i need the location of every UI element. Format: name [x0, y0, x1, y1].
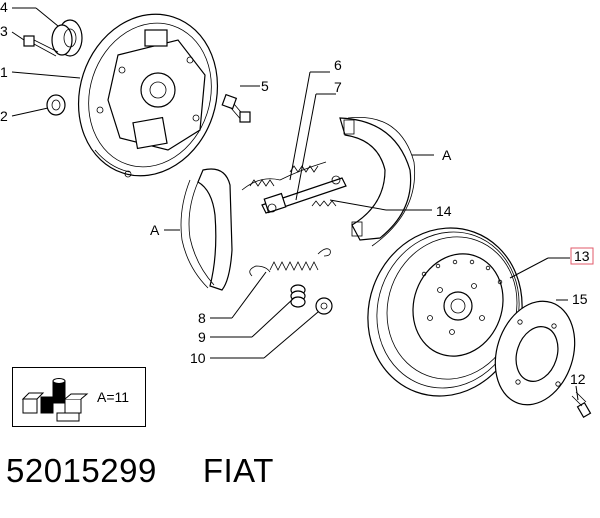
stud-12: [571, 391, 592, 419]
cup-10: [315, 297, 333, 315]
leader-lines: [11, 7, 579, 401]
callout-2: 2: [0, 108, 8, 124]
callout-13-highlight: [570, 247, 594, 265]
callout-6: 6: [334, 57, 342, 73]
callout-3: 3: [0, 23, 8, 39]
callout-4: 4: [0, 0, 8, 15]
callout-7: 7: [334, 79, 342, 95]
brake-shoe-right: [339, 116, 416, 247]
return-spring-8: [249, 248, 331, 277]
kit-note: A=11: [97, 389, 130, 405]
nut-2: [46, 94, 66, 116]
make-label: FIAT: [202, 452, 274, 489]
spring-9: [290, 284, 306, 308]
bearing-hub: [51, 19, 83, 57]
brake-drum: [367, 227, 523, 397]
bolt-5: [221, 93, 251, 123]
kit-legend-box: A=11: [12, 367, 146, 427]
brake-shoe-left: [180, 168, 233, 291]
callout-shoe-left: A: [150, 222, 160, 238]
callout-10: 10: [190, 350, 206, 366]
shoe-adjuster: [241, 161, 347, 214]
backing-plate: [77, 13, 219, 178]
kit-illustration: [21, 378, 89, 422]
callout-14: 14: [436, 203, 452, 219]
footer-title: 52015299 FIAT: [6, 452, 274, 490]
callout-1: 1: [0, 64, 8, 80]
callout-5: 5: [261, 78, 269, 94]
callout-13: 13: [574, 248, 590, 264]
callout-8: 8: [198, 310, 206, 326]
callout-15: 15: [572, 291, 588, 307]
callout-shoe-right: A: [442, 147, 452, 163]
callout-9: 9: [198, 329, 206, 345]
part-number: 52015299: [6, 452, 157, 489]
bolt-3: [23, 35, 59, 57]
spacer-ring: [494, 300, 576, 406]
callout-12: 12: [570, 371, 586, 387]
